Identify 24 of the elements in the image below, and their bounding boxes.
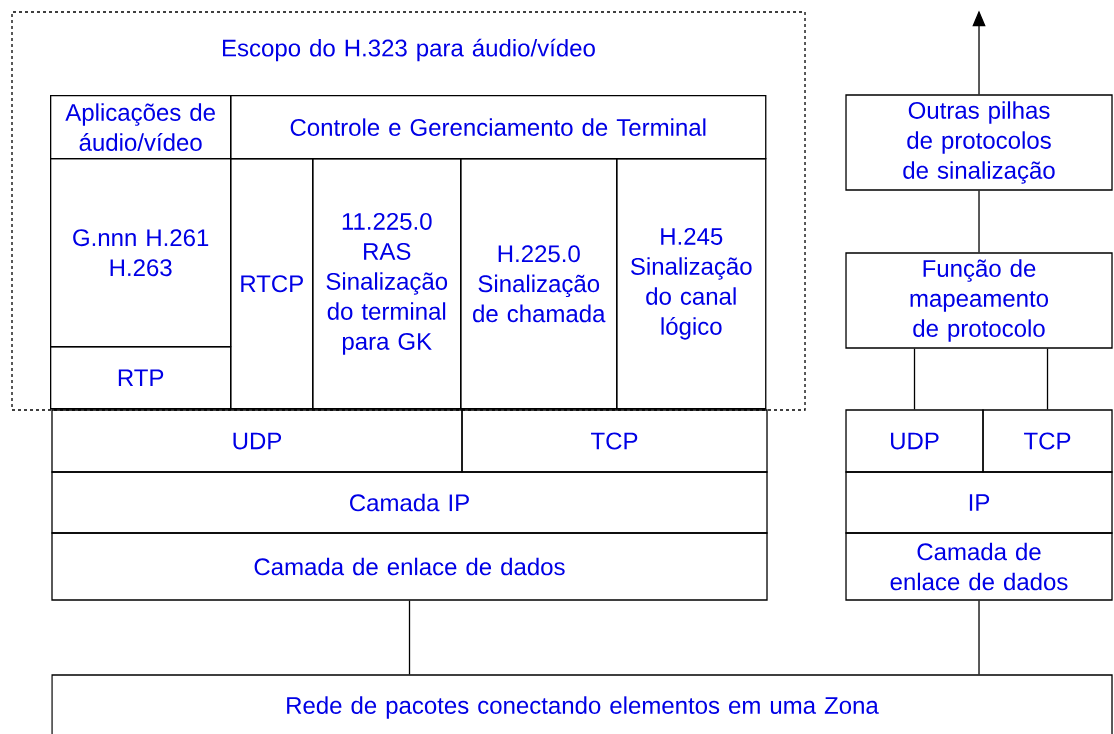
layer-box: Outras pilhas de protocolos de sinalização (845, 94, 1113, 191)
layer-box: H.225.0 Sinalização de chamada (460, 158, 618, 410)
layer-box: H.245 Sinalização do canal lógico (616, 158, 767, 410)
layer-box: Camada IP (51, 471, 768, 534)
network-box: Rede de pacotes conectando elementos em uma Zona (51, 674, 1113, 734)
connector-line (978, 190, 980, 253)
connector-line (913, 348, 916, 410)
connector-line (978, 600, 980, 675)
layer-box: RTP (50, 346, 232, 410)
layer-box: TCP (982, 409, 1113, 473)
layer-box: Camada de enlace de dados (845, 532, 1113, 601)
layer-box: Camada de enlace de dados (51, 532, 768, 601)
layer-box: UDP (51, 409, 463, 473)
layer-box: Função de mapeamento de protocolo (845, 252, 1113, 349)
layer-box: Aplicações de áudio/vídeo (50, 95, 232, 160)
layer-box: TCP (461, 409, 768, 473)
connector-line (1046, 348, 1049, 410)
layer-box: Controle e Gerenciamento de Terminal (230, 95, 767, 160)
connector-line (408, 600, 411, 675)
layer-box: G.nnn H.261 H.263 (50, 158, 232, 348)
layer-box: RTCP (230, 158, 314, 410)
layer-box: UDP (845, 409, 984, 473)
layer-box: IP (845, 471, 1113, 534)
layer-box: 11.225.0 RAS Sinalização do terminal para GK (312, 158, 462, 410)
